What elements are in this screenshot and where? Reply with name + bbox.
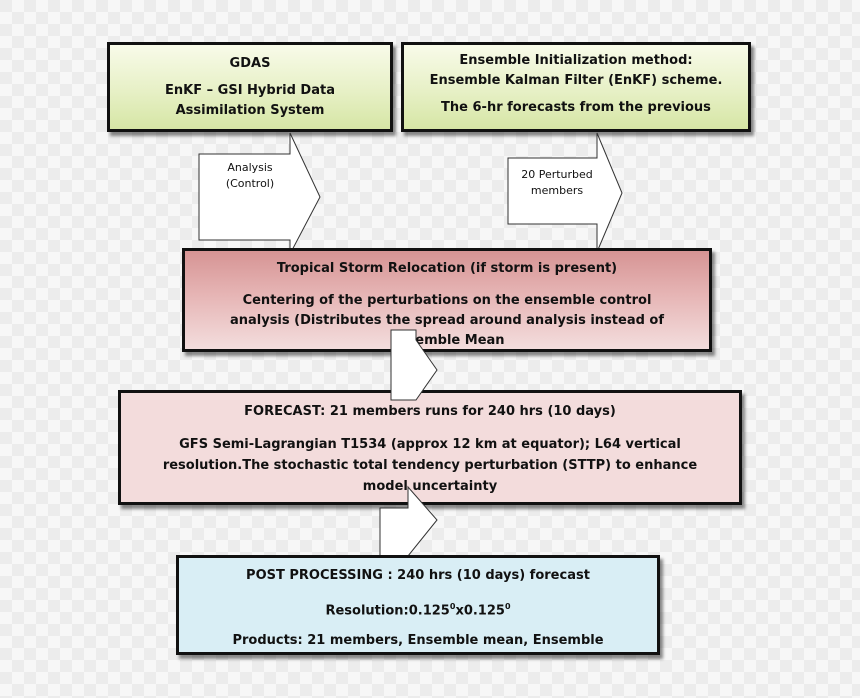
gdas-box: GDAS EnKF – GSI Hybrid Data Assimilation…	[107, 42, 393, 132]
degree-mark-1: 0	[449, 602, 456, 611]
post-processing-box: POST PROCESSING : 240 hrs (10 days) fore…	[176, 555, 660, 655]
degree-mark-2: 0	[504, 602, 511, 611]
post-resolution: Resolution:0.1250x0.1250	[179, 597, 657, 621]
arrow-perturbed-line1: 20 Perturbed	[521, 168, 593, 181]
gdas-title: GDAS	[229, 56, 271, 71]
forecast-line2: resolution.The stochastic total tendency…	[162, 458, 698, 473]
forecast-title: FORECAST: 21 members runs for 240 hrs (1…	[244, 404, 616, 419]
arrow-perturbed-members	[507, 132, 623, 253]
forecast-line3: model uncertainty	[362, 479, 498, 494]
arrow-analysis-control	[198, 132, 321, 255]
relocation-title: Tropical Storm Relocation (if storm is p…	[276, 261, 618, 276]
post-products: Products: 21 members, Ensemble mean, Ens…	[232, 633, 604, 649]
arrow-perturbed-line2: members	[530, 184, 584, 197]
ensemble-init-line3: The 6-hr forecasts from the previous	[441, 100, 711, 115]
relocation-line2: analysis (Distributes the spread around …	[229, 313, 665, 328]
post-title: POST PROCESSING : 240 hrs (10 days) fore…	[246, 568, 590, 583]
arrow-perturbed-label: 20 Perturbed members	[512, 167, 602, 199]
forecast-line1: GFS Semi-Lagrangian T1534 (approx 12 km …	[179, 437, 681, 452]
ensemble-init-line2: Ensemble Kalman Filter (EnKF) scheme.	[429, 73, 723, 88]
ensemble-init-line1: Ensemble Initialization method:	[459, 53, 693, 68]
arrow-analysis-line1: Analysis	[227, 161, 273, 174]
post-resolution-prefix: Resolution:0.125	[325, 603, 450, 619]
arrow-forecast-to-post	[379, 485, 438, 557]
forecast-box: FORECAST: 21 members runs for 240 hrs (1…	[118, 390, 742, 505]
ensemble-init-box: Ensemble Initialization method: Ensemble…	[401, 42, 751, 132]
arrow-analysis-label: Analysis (Control)	[210, 160, 290, 192]
arrow-analysis-line2: (Control)	[225, 177, 275, 190]
relocation-box: Tropical Storm Relocation (if storm is p…	[182, 248, 712, 352]
post-resolution-mid: x0.125	[455, 603, 505, 619]
relocation-line1: Centering of the perturbations on the en…	[242, 293, 652, 308]
arrow-relocation-to-forecast	[390, 329, 438, 401]
gdas-line2: Assimilation System	[175, 103, 325, 118]
gdas-line1: EnKF – GSI Hybrid Data	[165, 83, 335, 98]
